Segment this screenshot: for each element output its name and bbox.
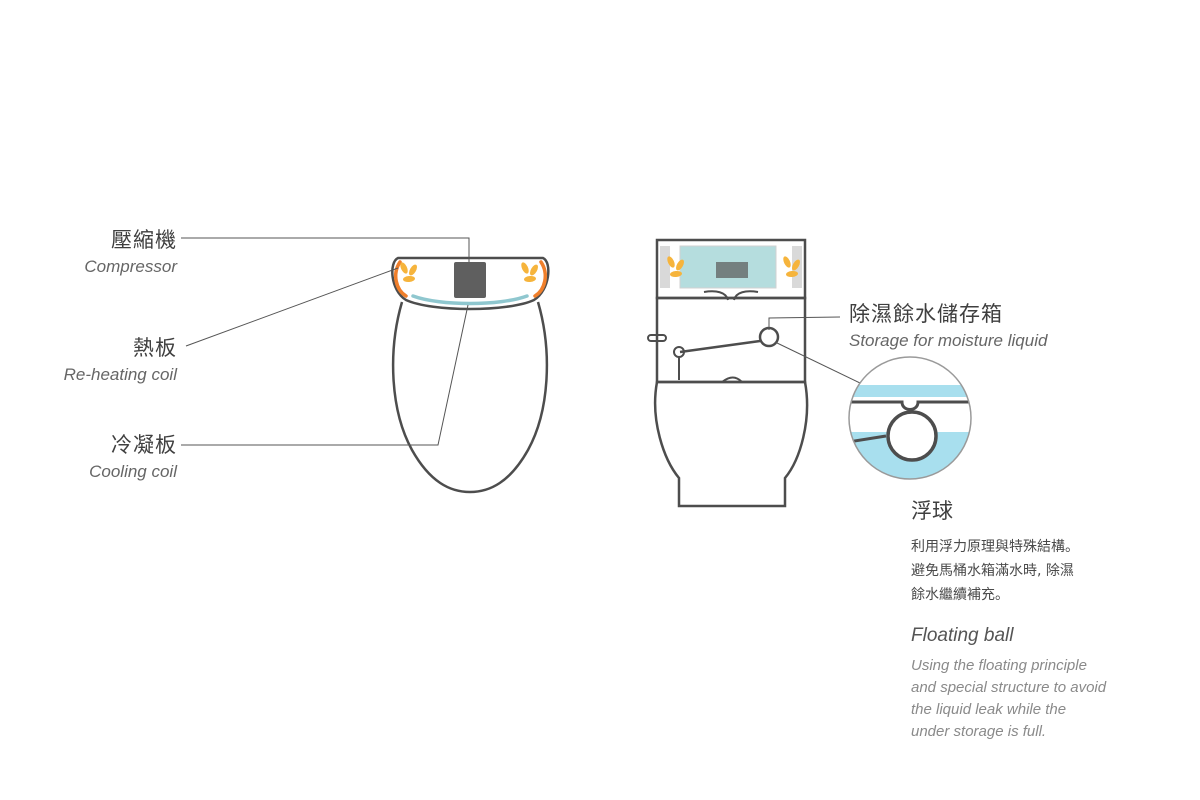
drain-left (703, 290, 729, 301)
floating-ball-en-line: under storage is full. (911, 723, 1047, 740)
floating-ball-zh-line: 避免馬桶水箱滿水時, 除濕 (911, 563, 1074, 579)
fan-icon-side-left (667, 256, 684, 278)
reheating-en: Re-heating coil (63, 365, 177, 384)
floating-ball-zoom (849, 357, 971, 479)
fan-icon-left (400, 262, 417, 283)
label-compressor: 壓縮機 Compressor (84, 224, 177, 277)
storage-zh: 除濕餘水儲存箱 (849, 302, 1003, 326)
reheating-coil-left (394, 260, 408, 298)
storage-en: Storage for moisture liquid (849, 331, 1048, 350)
filter-left (660, 246, 670, 288)
cooling-coil (411, 294, 529, 306)
zoom-shelf (850, 400, 971, 411)
label-reheating-coil: 熱板 Re-heating coil (64, 332, 177, 385)
floating-ball-en-body: Using the floating principle and special… (911, 655, 1106, 743)
compressor-block-side (716, 262, 748, 278)
compressor-block (454, 262, 486, 298)
compressor-zh: 壓縮機 (111, 228, 177, 252)
floating-ball-en-line: the liquid leak while the (911, 701, 1067, 718)
floating-ball-zh-line: 餘水繼續補充。 (911, 587, 1009, 603)
label-cooling-coil: 冷凝板 Cooling coil (89, 429, 177, 482)
fan-icon-side-right (783, 256, 800, 278)
floating-ball-zh-body: 利用浮力原理與特殊結構。 避免馬桶水箱滿水時, 除濕 餘水繼續補充。 (911, 535, 1106, 607)
fan-icon-right (521, 262, 538, 283)
floating-ball (758, 326, 780, 348)
floating-ball-en-line: and special structure to avoid (911, 679, 1107, 696)
leader-cooling (181, 304, 469, 446)
left-leader-lines (181, 237, 470, 446)
tank-bottom-seal (721, 376, 743, 383)
flush-handle (647, 334, 667, 342)
cooling-zh: 冷凝板 (111, 433, 177, 457)
zoom-circle-border (848, 356, 972, 480)
floating-ball-description: 浮球 利用浮力原理與特殊結構。 避免馬桶水箱滿水時, 除濕 餘水繼續補充。 Fl… (911, 495, 1106, 743)
reheating-coil-right (533, 260, 547, 298)
zoom-water-top (849, 385, 971, 397)
reheating-zh: 熱板 (133, 336, 177, 360)
float-arm (679, 339, 761, 354)
zoom-float-arm (849, 434, 887, 444)
cooling-en: Cooling coil (89, 462, 177, 481)
leader-reheating (185, 267, 399, 347)
toilet-bowl-outline (391, 301, 549, 494)
left-toilet (391, 256, 550, 494)
floating-ball-zh-title: 浮球 (911, 499, 953, 523)
zoom-floating-ball (886, 410, 938, 462)
leader-floating-ball (774, 341, 861, 384)
leader-compressor (181, 237, 470, 262)
floating-ball-en-title: Floating ball (911, 625, 1014, 646)
right-leader-lines (768, 316, 861, 384)
toilet-base-outline (653, 380, 809, 508)
floating-ball-zh-line: 利用浮力原理與特殊結構。 (911, 539, 1079, 555)
floating-ball-en-line: Using the floating principle (911, 657, 1087, 674)
leader-storage (768, 316, 841, 330)
drain-right (733, 290, 759, 301)
dehumidifier-lid-outline (391, 256, 550, 311)
label-storage: 除濕餘水儲存箱 Storage for moisture liquid (849, 298, 1047, 351)
compressor-en: Compressor (84, 257, 177, 276)
